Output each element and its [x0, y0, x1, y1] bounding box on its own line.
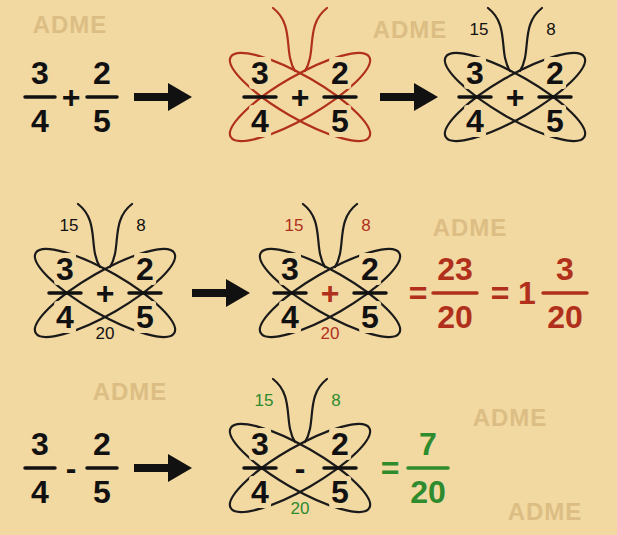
result-bars: [408, 466, 448, 470]
cross-product: 15: [283, 217, 306, 234]
fraction-bar: [87, 95, 117, 99]
result-term: 7: [417, 428, 439, 460]
fraction-digit: 3: [29, 57, 51, 89]
arrow-head: [168, 83, 192, 111]
cross-product: 15: [253, 392, 276, 409]
fraction-bar: [324, 466, 356, 470]
result-term: =: [407, 277, 430, 309]
arrow-head: [226, 279, 250, 307]
fraction-digit: +: [504, 81, 527, 113]
fraction-bar: [543, 291, 587, 295]
fraction-bar: [25, 466, 55, 470]
fraction-digit: 3: [249, 57, 271, 89]
fraction-digit: 5: [91, 476, 113, 508]
fraction-digit: 4: [29, 105, 51, 137]
butterfly-loops: [435, 8, 595, 155]
fraction-digit: 4: [54, 301, 76, 333]
fraction-digit: 3: [279, 253, 301, 285]
cross-product: 20: [94, 325, 117, 342]
cross-product: 8: [329, 392, 342, 409]
watermark: ADME: [473, 406, 548, 430]
fraction-digit: -: [64, 452, 79, 484]
result-term: =: [379, 452, 402, 484]
watermark: ADME: [93, 380, 168, 404]
result-term: 1: [516, 277, 538, 309]
fraction-digit: +: [60, 81, 83, 113]
fraction-digit: 4: [249, 105, 271, 137]
fraction-digit: 3: [54, 253, 76, 285]
watermark: ADME: [433, 216, 508, 240]
fraction-bar: [408, 466, 448, 470]
fraction-digit: 5: [544, 105, 566, 137]
fraction-bar: [244, 95, 276, 99]
butterfly-loops: [220, 379, 380, 526]
result-term: 20: [408, 476, 448, 508]
fraction-bar: [433, 291, 477, 295]
fraction-bar: [25, 95, 55, 99]
step-arrows: [134, 83, 438, 482]
fraction-bar: [324, 95, 356, 99]
result-term: =: [489, 277, 512, 309]
fraction-digit: 2: [544, 57, 566, 89]
watermark: ADME: [373, 18, 448, 42]
fraction-digit: +: [94, 277, 117, 309]
butterfly-loops: [220, 8, 380, 155]
fraction-digit: 2: [91, 428, 113, 460]
fraction-digit: 2: [359, 253, 381, 285]
cross-product: 20: [319, 325, 342, 342]
watermark: ADME: [33, 13, 108, 37]
fraction-digit: 2: [329, 428, 351, 460]
result-term: 20: [545, 301, 585, 333]
fraction-digit: 4: [29, 476, 51, 508]
arrow-shaft: [134, 93, 172, 101]
result-term: 3: [554, 253, 576, 285]
cross-product: 20: [289, 500, 312, 517]
arrow-head: [414, 83, 438, 111]
fraction-bar: [539, 95, 571, 99]
fraction-digit: 3: [464, 57, 486, 89]
fraction-bar: [354, 291, 386, 295]
arrow-head: [168, 454, 192, 482]
fraction-digit: 5: [329, 476, 351, 508]
butterfly-loops: [25, 204, 185, 351]
fraction-digit: +: [289, 81, 312, 113]
fraction-digit: -: [293, 452, 308, 484]
butterfly-loops: [250, 204, 410, 351]
arrow-shaft: [192, 289, 230, 297]
cross-product: 8: [359, 217, 372, 234]
fraction-bar: [244, 466, 276, 470]
watermark: ADME: [508, 500, 583, 524]
fraction-digit: 5: [329, 105, 351, 137]
fraction-digit: 5: [359, 301, 381, 333]
fraction-digit: 5: [91, 105, 113, 137]
result-term: +: [319, 277, 342, 309]
result-term: 20: [435, 301, 475, 333]
arrow-shaft: [380, 93, 418, 101]
fraction-digit: 2: [91, 57, 113, 89]
fraction-bar: [87, 466, 117, 470]
cross-product: 8: [134, 217, 147, 234]
fraction-bar: [49, 291, 81, 295]
fraction-bar: [274, 291, 306, 295]
arrow-shaft: [134, 464, 172, 472]
fraction-digit: 2: [134, 253, 156, 285]
cross-product: 8: [544, 21, 557, 38]
fraction-digit: 4: [464, 105, 486, 137]
fraction-digit: 4: [279, 301, 301, 333]
cross-product: 15: [58, 217, 81, 234]
fraction-digit: 2: [329, 57, 351, 89]
fraction-digit: 3: [249, 428, 271, 460]
result-term: 23: [435, 253, 475, 285]
fraction-bar: [459, 95, 491, 99]
fraction-bars: [25, 97, 571, 468]
cross-product: 15: [468, 21, 491, 38]
fraction-digit: 5: [134, 301, 156, 333]
fraction-digit: 4: [249, 476, 271, 508]
fraction-bar: [129, 291, 161, 295]
fraction-digit: 3: [29, 428, 51, 460]
